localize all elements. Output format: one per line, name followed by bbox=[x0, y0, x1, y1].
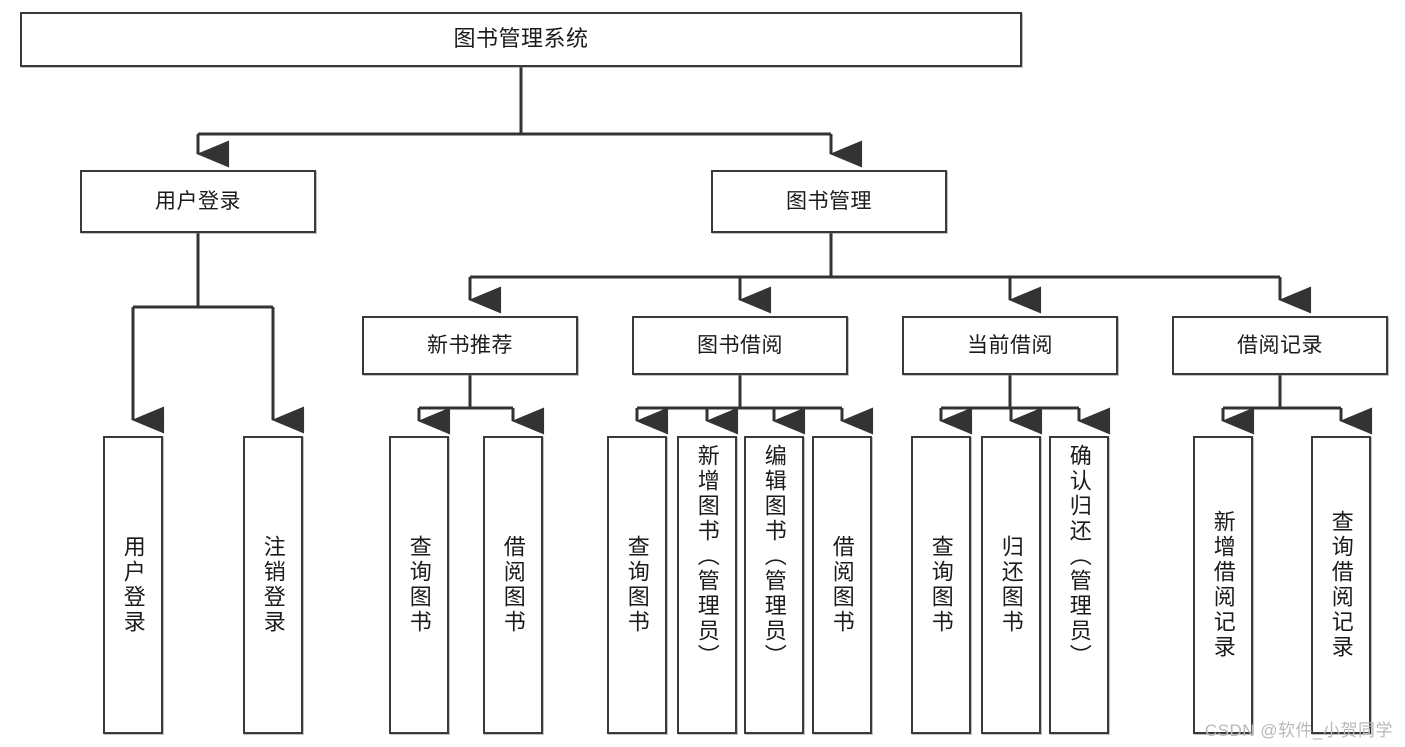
node-book-borrowing[interactable]: 图书借阅 bbox=[632, 316, 848, 375]
node-new-book-recommendation[interactable]: 新书推荐 bbox=[362, 316, 578, 375]
node-label: 归还图书 bbox=[998, 535, 1024, 635]
node-label: 新增借阅记录 bbox=[1210, 510, 1236, 660]
node-label: 查询图书 bbox=[624, 535, 650, 635]
node-label: 注销登录 bbox=[260, 535, 286, 635]
leaf-add-book-admin[interactable]: 新增图书（管理员） bbox=[677, 436, 737, 734]
leaf-return-book[interactable]: 归还图书 bbox=[981, 436, 1041, 734]
leaf-user-login[interactable]: 用户登录 bbox=[103, 436, 163, 734]
leaf-query-book-borrow[interactable]: 查询图书 bbox=[607, 436, 667, 734]
node-label: 当前借阅 bbox=[967, 333, 1053, 357]
node-label: 借阅记录 bbox=[1237, 333, 1323, 357]
node-root-system[interactable]: 图书管理系统 bbox=[20, 12, 1022, 67]
node-label: 用户登录 bbox=[120, 535, 146, 635]
node-label: 图书借阅 bbox=[697, 333, 783, 357]
node-book-management[interactable]: 图书管理 bbox=[711, 170, 947, 233]
node-label: 图书管理 bbox=[786, 189, 872, 213]
leaf-borrow-book-borrow[interactable]: 借阅图书 bbox=[812, 436, 872, 734]
leaf-query-borrow-record[interactable]: 查询借阅记录 bbox=[1311, 436, 1371, 734]
leaf-borrow-book-recommend[interactable]: 借阅图书 bbox=[483, 436, 543, 734]
leaf-user-logout[interactable]: 注销登录 bbox=[243, 436, 303, 734]
node-label: 查询图书 bbox=[928, 535, 954, 635]
node-label: 借阅图书 bbox=[829, 535, 855, 635]
leaf-edit-book-admin[interactable]: 编辑图书（管理员） bbox=[744, 436, 804, 734]
watermark-text: CSDN @软件_小贺同学 bbox=[1204, 721, 1393, 740]
node-label: 查询图书 bbox=[406, 535, 432, 635]
node-borrowing-records[interactable]: 借阅记录 bbox=[1172, 316, 1388, 375]
node-label: 新增图书（管理员） bbox=[694, 444, 720, 669]
node-label: 编辑图书（管理员） bbox=[761, 444, 787, 669]
node-label: 新书推荐 bbox=[427, 333, 513, 357]
leaf-query-book-current[interactable]: 查询图书 bbox=[911, 436, 971, 734]
node-label: 确认归还（管理员） bbox=[1066, 444, 1092, 669]
leaf-confirm-return-admin[interactable]: 确认归还（管理员） bbox=[1049, 436, 1109, 734]
node-label: 图书管理系统 bbox=[453, 26, 589, 52]
node-user-login[interactable]: 用户登录 bbox=[80, 170, 316, 233]
node-current-borrowing[interactable]: 当前借阅 bbox=[902, 316, 1118, 375]
node-label: 查询借阅记录 bbox=[1328, 510, 1354, 660]
node-label: 借阅图书 bbox=[500, 535, 526, 635]
leaf-query-book-recommend[interactable]: 查询图书 bbox=[389, 436, 449, 734]
leaf-add-borrow-record[interactable]: 新增借阅记录 bbox=[1193, 436, 1253, 734]
node-label: 用户登录 bbox=[155, 189, 241, 213]
